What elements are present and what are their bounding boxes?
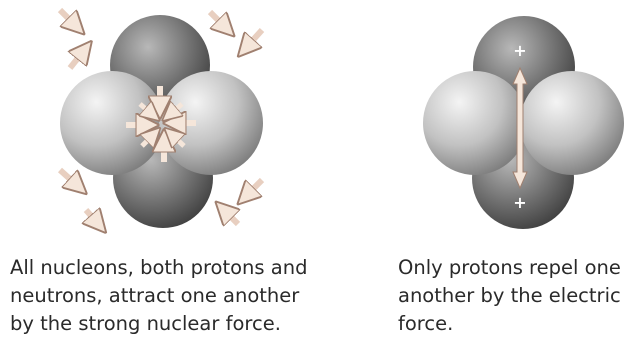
electric-force-nucleus-diagram: + +	[380, 0, 633, 250]
arrow-inward-icon	[210, 12, 228, 30]
arrow-inward-icon	[222, 208, 238, 224]
arrow-inward-icon	[60, 10, 78, 28]
caption-line: neutrons, attract one another	[10, 282, 307, 310]
arrow-inward-icon	[244, 180, 262, 198]
arrow-inward-icon	[60, 170, 80, 188]
proton-plus-sign-top: +	[513, 41, 526, 60]
strong-force-panel: All nucleons, both protons and neutrons,…	[0, 0, 360, 343]
caption-line: Only protons repel one	[398, 254, 621, 282]
electric-force-caption: Only protons repel one another by the el…	[398, 254, 621, 338]
arrow-inward-icon	[86, 210, 100, 226]
arrow-inward-icon	[244, 30, 262, 50]
caption-line: force.	[398, 310, 621, 338]
neutron-left-sphere	[423, 71, 527, 175]
electric-force-panel: + + Only protons repel one another by th…	[380, 0, 633, 343]
caption-line: by the strong nuclear force.	[10, 310, 307, 338]
arrow-inward-icon	[70, 48, 86, 68]
strong-force-caption: All nucleons, both protons and neutrons,…	[10, 254, 307, 338]
neutron-right-sphere	[520, 71, 624, 175]
proton-plus-sign-bottom: +	[513, 193, 526, 212]
strong-force-nucleus-diagram	[0, 0, 360, 250]
caption-line: All nucleons, both protons and	[10, 254, 307, 282]
caption-line: another by the electric	[398, 282, 621, 310]
